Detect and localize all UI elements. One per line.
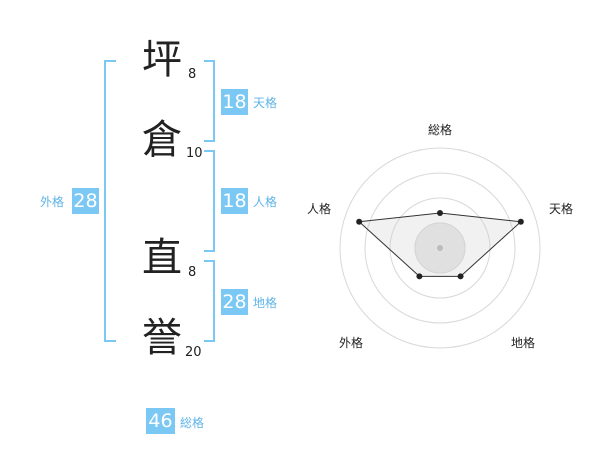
stroke-count-2: 10 <box>186 146 203 161</box>
radar-axis-label-tenkaku: 天格 <box>549 202 574 216</box>
stroke-count-4: 20 <box>185 345 202 360</box>
chikaku-label: 地格 <box>253 296 278 310</box>
tenkaku-label: 天格 <box>253 96 278 110</box>
name-char-3: 直 <box>142 235 182 281</box>
radar-point-1 <box>437 210 443 216</box>
gaikaku-value: 28 <box>72 188 99 214</box>
stroke-count-1: 8 <box>188 67 197 82</box>
chikaku-value: 28 <box>221 289 248 315</box>
chikaku-bracket <box>204 260 215 342</box>
radar-axis-label-chikaku: 地格 <box>511 336 536 350</box>
tenkaku-value: 18 <box>221 89 248 115</box>
radar-point-5 <box>356 218 363 225</box>
radar-point-4 <box>416 273 423 280</box>
radar-axis-label-soukaku: 総格 <box>428 123 453 137</box>
radar-axis-label-gaikaku: 外格 <box>339 336 364 350</box>
stroke-count-3: 8 <box>188 265 197 280</box>
radar-center-dot <box>437 245 443 251</box>
jinkaku-label: 人格 <box>253 195 278 209</box>
name-char-2: 倉 <box>142 117 182 163</box>
name-char-4: 誉 <box>142 315 182 361</box>
tenkaku-bracket <box>204 60 215 142</box>
radar-ring-2 <box>389 197 491 299</box>
gaikaku-label: 外格 <box>40 195 65 209</box>
jinkaku-value: 18 <box>221 188 248 214</box>
radar-point-3 <box>457 273 464 280</box>
radar-ring-4 <box>339 147 541 349</box>
soukaku-label: 総格 <box>180 416 205 430</box>
name-char-1: 坪 <box>142 37 182 83</box>
radar-axis-label-jinkaku: 人格 <box>307 202 332 216</box>
jinkaku-bracket <box>204 150 215 252</box>
radar-ring-3 <box>364 172 516 324</box>
soukaku-value: 46 <box>146 408 175 434</box>
gaikaku-bracket <box>104 60 116 342</box>
radar-point-2 <box>517 218 524 225</box>
radar-polygon <box>357 212 523 277</box>
